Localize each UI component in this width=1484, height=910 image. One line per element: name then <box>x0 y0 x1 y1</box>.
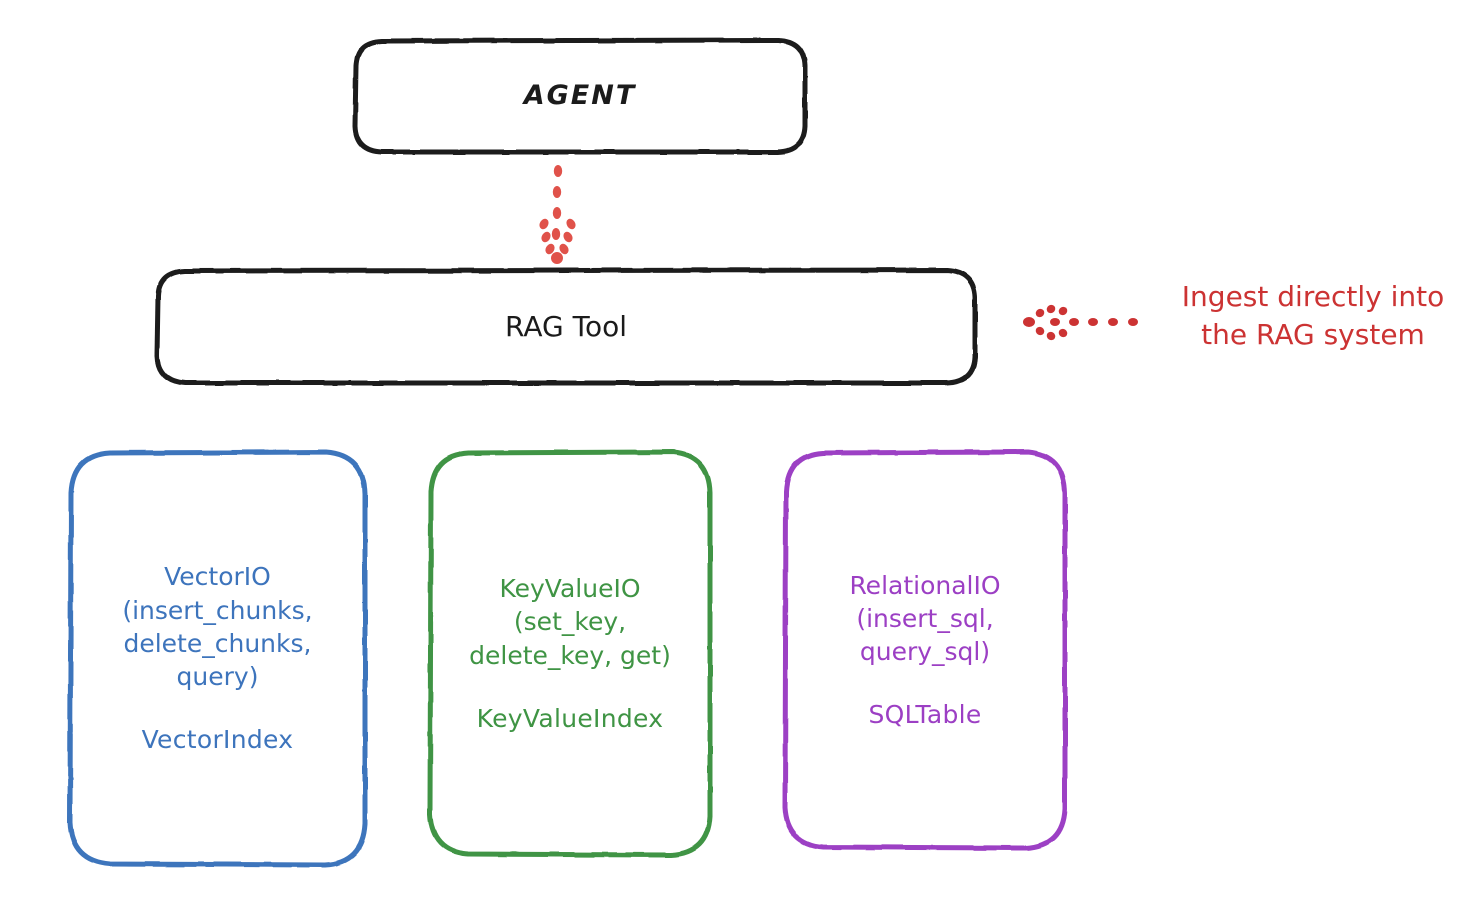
ingest-annotation-text: Ingest directly into the RAG system <box>1181 280 1445 351</box>
key-value-io-node-label: KeyValueIO (set_key, delete_key, get) Ke… <box>430 452 710 855</box>
ingest-arrow-connector <box>1023 304 1138 341</box>
rag-tool-node-label: RAG Tool <box>505 309 627 343</box>
agent-to-rag-tool-connector <box>539 165 576 264</box>
vector-index-text: VectorIndex <box>141 725 294 755</box>
vector-io-node-label: VectorIO (insert_chunks, delete_chunks, … <box>70 452 365 865</box>
key-value-index-text: KeyValueIndex <box>476 703 664 733</box>
relational-io-node-label: RelationalIO (insert_sql, query_sql) SQL… <box>785 452 1065 848</box>
sql-table-text: SQLTable <box>868 700 982 730</box>
relational-io-api-text: RelationalIO (insert_sql, query_sql) <box>849 570 1001 667</box>
key-value-io-api-text: KeyValueIO (set_key, delete_key, get) <box>469 574 671 670</box>
agent-node-label: AGENT <box>523 79 637 111</box>
vector-io-api-text: VectorIO (insert_chunks, delete_chunks, … <box>122 562 313 692</box>
